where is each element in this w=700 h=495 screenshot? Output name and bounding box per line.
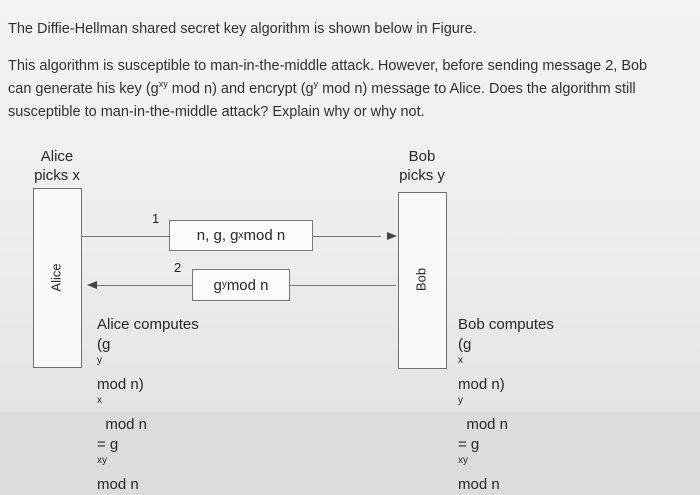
question-line-2: This algorithm is susceptible to man-in-…: [8, 58, 648, 74]
bob-heading: Bob picks y: [399, 148, 445, 184]
message-1-number: 1: [152, 211, 160, 226]
alice-box: [33, 188, 82, 368]
alice-box-label: Alice: [48, 263, 64, 292]
message-2-arrowhead-icon: [87, 281, 97, 289]
question-line-3: can generate his key (gxy mod n) and enc…: [8, 79, 636, 98]
alice-heading: Alice picks x: [34, 148, 80, 184]
message-1-arrowhead-icon: [387, 232, 397, 240]
bob-box: [398, 192, 447, 369]
question-line-1: The Diffie-Hellman shared secret key alg…: [8, 21, 477, 37]
question-line-4: susceptible to man-in-the-middle attack?…: [8, 104, 425, 120]
message-2-number: 2: [174, 260, 182, 275]
bob-box-label: Bob: [413, 267, 429, 292]
